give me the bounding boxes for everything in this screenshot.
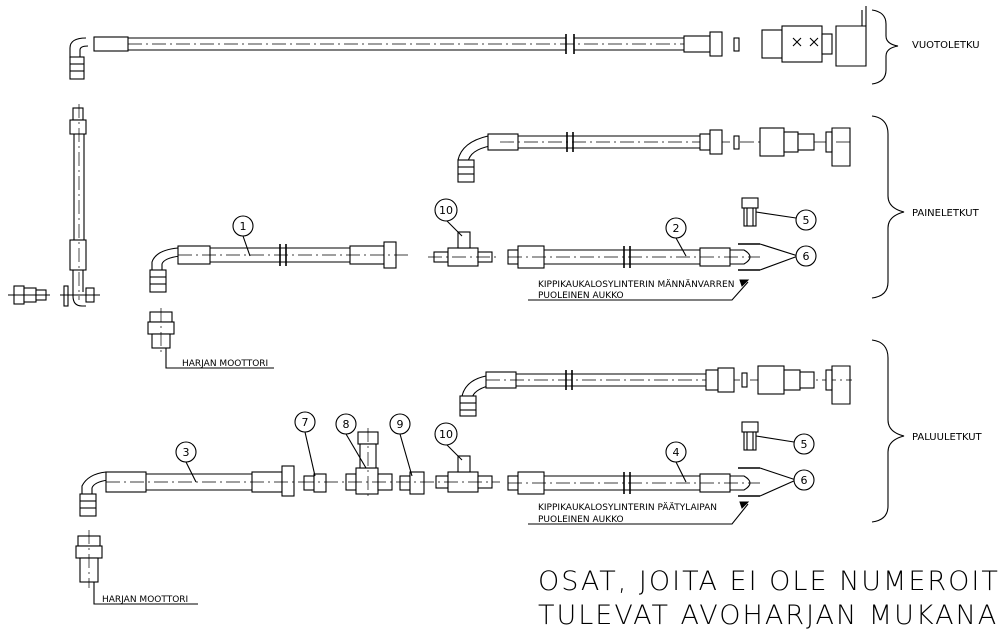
group-label-paluuletkut: PALUULETKUT <box>912 432 983 443</box>
callout-number: 8 <box>343 418 350 431</box>
leakage-hose <box>69 6 867 80</box>
bracket-vuoto <box>871 9 899 85</box>
callout-8: 8 <box>335 413 357 435</box>
callout-number: 4 <box>673 446 680 459</box>
callout-number: 6 <box>803 250 810 263</box>
callout-number: 1 <box>240 220 247 233</box>
callout-10-top: 10 <box>434 198 458 222</box>
cylinder-end-label-1: KIPPIKAUKALOSYLINTERIN PÄÄTYLAIPAN <box>538 502 717 513</box>
return-hose-top <box>459 365 852 417</box>
callout-9: 9 <box>389 413 411 435</box>
callout-number: 7 <box>302 416 309 429</box>
note-line-1: OSAT, JOITA EI OLE NUMEROITA <box>538 566 998 597</box>
cylinder-end-label-2: PUOLEINEN AUKKO <box>538 515 624 525</box>
callout-number: 5 <box>803 214 810 227</box>
callout-number: 10 <box>439 428 453 441</box>
callout-4: 4 <box>665 441 687 463</box>
note-line-2: TULEVAT AVOHARJAN MUKANA <box>538 600 998 631</box>
callout-1: 1 <box>232 215 254 237</box>
callout-6-top: 6 <box>795 245 817 267</box>
bracket-paluu <box>871 339 905 523</box>
motor-label-pressure: HARJAN MOOTTORI <box>182 359 268 369</box>
callout-3: 3 <box>175 441 197 463</box>
callout-leaders <box>185 211 799 525</box>
callout-5-bottom: 5 <box>793 433 815 455</box>
return-hose-4 <box>507 421 760 497</box>
callout-2: 2 <box>665 217 687 239</box>
pressure-hose-1 <box>147 241 410 369</box>
group-label-vuotoletku: VUOTOLETKU <box>912 40 980 51</box>
callout-number: 2 <box>673 222 680 235</box>
callout-number: 6 <box>801 474 808 487</box>
cylinder-rod-label-1: KIPPIKAUKALOSYLINTERIN MÄNNÄNVARREN <box>538 279 734 290</box>
pressure-hose-2 <box>507 197 760 271</box>
callout-number: 3 <box>183 446 190 459</box>
return-hose-3 <box>75 465 300 605</box>
callout-7: 7 <box>294 411 316 433</box>
pressure-hose-top <box>457 127 852 183</box>
callout-number: 10 <box>439 204 453 217</box>
cylinder-rod-label-2: PUOLEINEN AUKKO <box>538 291 624 301</box>
group-label-paineletkut: PAINELETKUT <box>912 208 980 219</box>
bracket-paine <box>871 115 905 299</box>
pressure-tee-10 <box>428 231 500 267</box>
return-fittings <box>300 428 500 500</box>
motor-label-return: HARJAN MOOTTORI <box>102 595 188 605</box>
callout-5-top: 5 <box>795 209 817 231</box>
callout-number: 9 <box>397 418 404 431</box>
callout-number: 5 <box>801 438 808 451</box>
callout-6-bottom: 6 <box>793 469 815 491</box>
vertical-hose-left <box>8 104 100 307</box>
callout-10-bottom: 10 <box>434 422 458 446</box>
